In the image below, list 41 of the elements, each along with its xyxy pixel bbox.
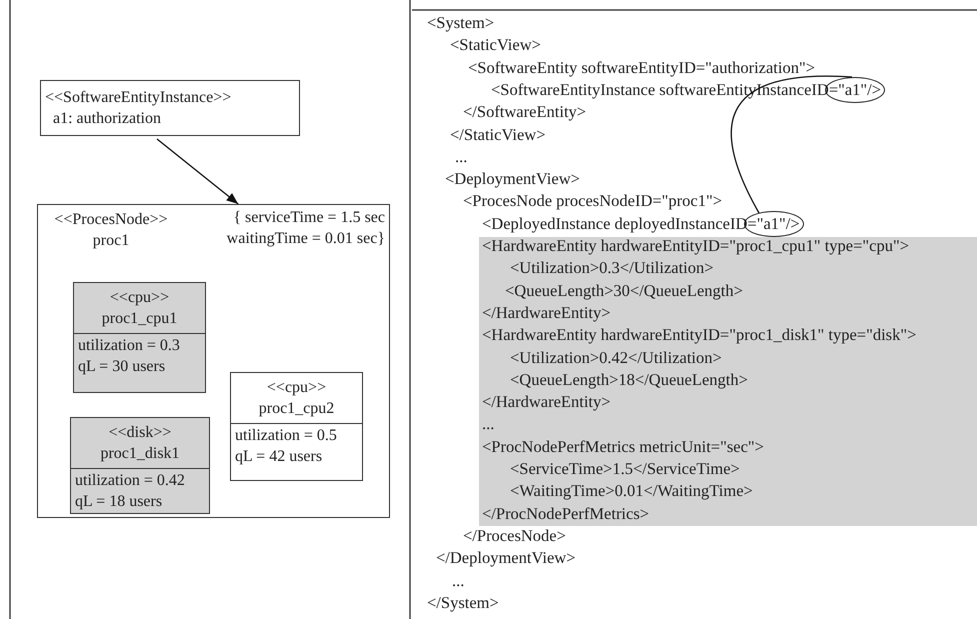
- constraint-text: { serviceTime = 1.5 sec waitingTime = 0.01 sec}: [226, 208, 385, 249]
- node-title: <<cpu>> proc1_cpu2: [258, 378, 336, 419]
- attribute-text: utilization = 0.3 qL = 30 users: [78, 336, 181, 377]
- code-line: </ProcNodePerfMetrics>: [482, 502, 650, 525]
- code-line: </ProcesNode>: [463, 524, 566, 547]
- arrow: [156, 138, 239, 204]
- code-line: </System>: [427, 592, 499, 614]
- ellipsis-text: ...: [452, 570, 464, 592]
- node-title: <<ProcesNode>> proc1: [53, 210, 169, 251]
- code-line: <QueueLength>18</QueueLength>: [510, 368, 748, 391]
- code-line: </SoftwareEntity>: [463, 101, 586, 124]
- node-title: <<cpu>> proc1_cpu1: [100, 288, 178, 329]
- code-line: <Utilization>0.3</Utilization>: [510, 257, 714, 280]
- code-line: <HardwareEntity hardwareEntityID="proc1_disk1" type="disk">: [482, 324, 916, 346]
- code-line: </HardwareEntity>: [482, 391, 611, 414]
- code-line: <StaticView>: [450, 34, 541, 56]
- code-line: <SoftwareEntity softwareEntityID="authorization">: [468, 56, 816, 79]
- node-title: <<disk>> proc1_disk1: [99, 423, 181, 464]
- code-line: </HardwareEntity>: [482, 302, 611, 324]
- component-box: [70, 417, 210, 514]
- ellipsis-text: ...: [455, 146, 468, 168]
- code-line: </StaticView>: [450, 124, 546, 146]
- attribute-text: utilization = 0.42 qL = 18 users: [75, 471, 186, 512]
- code-line: <System>: [427, 12, 494, 34]
- code-line: <WaitingTime>0.01</WaitingTime>: [510, 480, 753, 502]
- instance-name: a1: authorization: [53, 109, 161, 129]
- stereotype-text: <<SoftwareEntityInstance>>: [45, 88, 232, 108]
- code-line: <DeploymentView>: [445, 168, 580, 190]
- process-node-frame: [37, 204, 390, 518]
- attribute-text: utilization = 0.5 qL = 42 users: [235, 426, 338, 467]
- code-line: <Utilization>0.42</Utilization>: [510, 346, 722, 368]
- code-line: <ServiceTime>1.5</ServiceTime>: [510, 458, 740, 480]
- component-box: [73, 282, 206, 393]
- ellipsis-text: ...: [482, 413, 494, 436]
- code-line: </DeploymentView>: [436, 547, 576, 570]
- code-line: <QueueLength>30</QueueLength>: [505, 280, 743, 302]
- instance-box: [40, 80, 300, 136]
- component-box: [230, 372, 363, 481]
- code-line: <ProcesNode procesNodeID="proc1">: [463, 190, 722, 212]
- code-line: <HardwareEntity hardwareEntityID="proc1_cpu1" type="cpu">: [482, 235, 910, 257]
- code-line: <ProcNodePerfMetrics metricUnit="sec">: [482, 436, 764, 458]
